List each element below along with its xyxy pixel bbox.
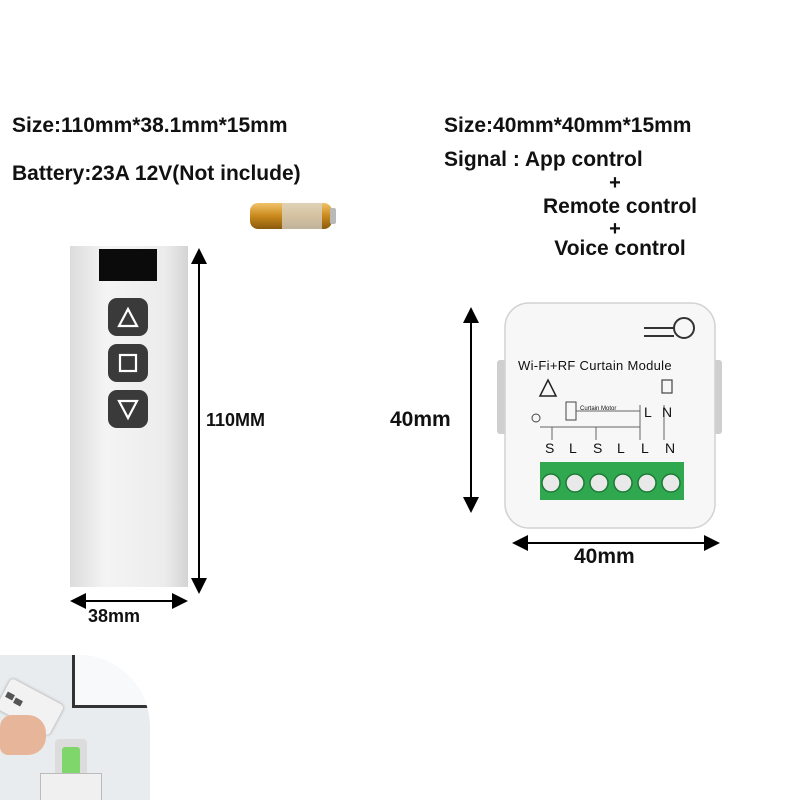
- remote-size-text: Size:110mm*38.1mm*15mm: [12, 114, 288, 137]
- plus-sign-2: +: [609, 218, 621, 240]
- down-arrow-icon: [108, 390, 148, 428]
- stop-square-icon: [108, 344, 148, 382]
- plus-sign-1: +: [609, 172, 621, 194]
- module-label: Wi-Fi+RF Curtain Module: [518, 358, 672, 373]
- remote-control: [70, 246, 188, 587]
- up-arrow-icon: [108, 298, 148, 336]
- terminal-label-2: L: [569, 440, 577, 456]
- usage-photo: [0, 655, 150, 800]
- top-terminal-n: N: [662, 404, 673, 420]
- top-terminal-l: L: [644, 404, 652, 420]
- battery-text: Battery:23A 12V(Not include): [12, 162, 301, 185]
- remote-display: [99, 249, 157, 281]
- signal-line-1: Signal : App control: [444, 148, 643, 171]
- signal-line-2: Remote control: [542, 195, 697, 218]
- signal-line-3: Voice control: [554, 237, 686, 260]
- curtain-module: [497, 302, 722, 529]
- terminal-label-1: S: [545, 440, 555, 456]
- terminal-label-4: L: [617, 440, 625, 456]
- remote-height-label: 110MM: [206, 410, 266, 430]
- remote-width-label: 38mm: [88, 606, 141, 626]
- terminal-label-6: N: [665, 440, 676, 456]
- terminal-label-3: S: [593, 440, 603, 456]
- module-height-label: 40mm: [390, 408, 451, 431]
- battery-icon: [250, 203, 336, 229]
- module-size-text: Size:40mm*40mm*15mm: [444, 114, 692, 137]
- curtain-motor-label: Curtain Motor: [580, 406, 617, 412]
- terminal-label-5: L: [641, 440, 649, 456]
